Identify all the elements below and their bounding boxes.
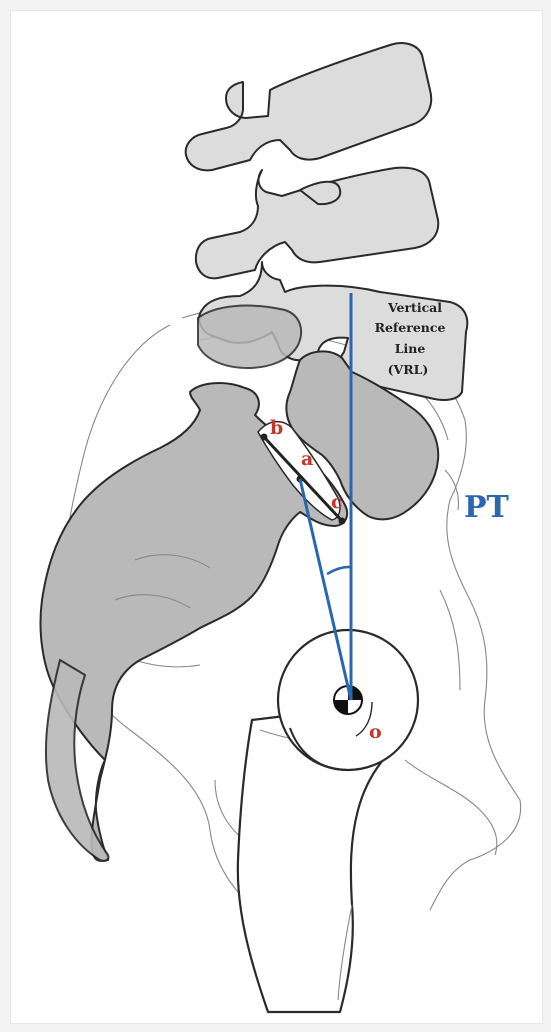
pt-label: PT <box>464 490 510 525</box>
label-a: a <box>301 448 313 470</box>
vrl-label-line-2: Reference <box>375 320 446 335</box>
vrl-label-line-1: Vertical <box>387 300 442 315</box>
pelvic-tilt-angle-arc <box>327 567 352 574</box>
point-c-marker <box>339 518 346 525</box>
lumbar-vertebra-l4 <box>196 168 438 279</box>
sacrum <box>41 351 439 861</box>
label-c: c <box>331 491 343 513</box>
label-o: o <box>369 721 382 743</box>
point-b-marker <box>261 434 268 441</box>
vrl-label-line-3: Line <box>395 341 426 356</box>
lumbar-vertebra-l3 <box>186 43 432 170</box>
vrl-label-line-4: (VRL) <box>388 362 429 377</box>
label-b: b <box>270 417 283 439</box>
